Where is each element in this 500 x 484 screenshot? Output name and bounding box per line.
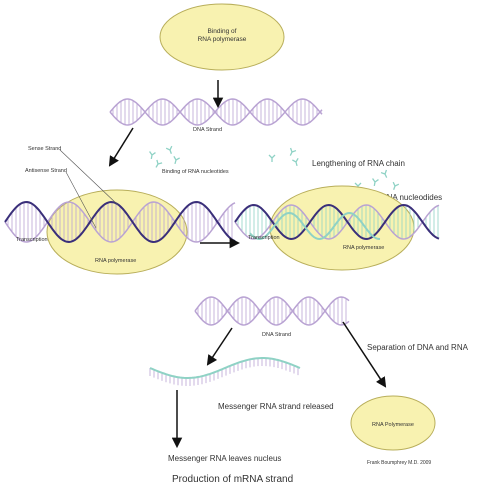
arrow-to-transcription: [108, 127, 134, 167]
dna-strand-b: [4, 200, 236, 244]
dna-strand-a: [194, 296, 350, 326]
dna-strand-middle-label: DNA Strand: [262, 332, 291, 338]
rna-polymerase-ellipse-small: [350, 395, 436, 451]
arrow-to-polymerase: [342, 321, 387, 388]
nucleotide-shape: [289, 147, 297, 156]
dna-strand-b: [194, 296, 350, 326]
diagram-title: Production of mRNA strand: [172, 474, 293, 484]
free-nucleotide: [165, 145, 173, 154]
free-nucleotide: [392, 181, 400, 190]
binding-nucleotides-small-label: Binding of RNA nucleotides: [162, 169, 229, 175]
rna-polymerase-small-label: RNA Polymerase: [372, 422, 414, 428]
messenger-leaves-label: Messenger RNA leaves nucleus: [168, 454, 281, 463]
binding-polymerase-label-2: RNA polymerase: [198, 36, 247, 43]
rna-polymerase-right-label: RNA polymerase: [343, 245, 384, 251]
nucleotide-shape: [155, 159, 163, 168]
nucleotide-shape: [268, 154, 276, 162]
nucleotide-shape: [173, 156, 180, 165]
dna-helix-left: [4, 200, 236, 244]
free-nucleotide: [173, 156, 180, 165]
nucleotide-shape: [380, 169, 388, 178]
separation-label: Separation of DNA and RNA: [367, 343, 469, 352]
binding-nucleotides-large-label: Binding of RNA nucleodides: [343, 193, 442, 202]
free-nucleotide: [268, 154, 276, 162]
transcription-left-label: Transcription: [16, 237, 48, 243]
transcription-right-label: Transcription: [248, 235, 280, 241]
dna-strand-b: [109, 98, 323, 126]
free-nucleotide: [372, 178, 379, 187]
free-nucleotides-left: [149, 145, 180, 168]
nucleotide-shape: [372, 178, 379, 187]
messenger-released-label: Messenger RNA strand released: [218, 402, 334, 411]
lengthening-label: Lengthening of RNA chain: [312, 159, 405, 168]
nucleotide-shape: [165, 145, 173, 154]
dna-strand-a: [234, 204, 440, 240]
arrow-to-mrna: [206, 327, 233, 366]
author-credit: Frank Boumphrey M.D. 2009: [367, 460, 431, 466]
mrna-strand: [149, 357, 301, 386]
sense-strand-pointer: [59, 149, 119, 206]
free-nucleotide: [292, 158, 299, 167]
dna-helix-right: [234, 203, 440, 241]
free-nucleotide: [155, 159, 163, 168]
sense-strand-label: Sense Strand: [28, 146, 61, 152]
growing-rna-strand: [249, 211, 381, 241]
rna-polymerase-ellipse-top: [159, 3, 285, 71]
antisense-strand-label: Antisense Strand: [25, 168, 67, 174]
dna-helix-top: [109, 98, 323, 126]
free-nucleotide: [149, 151, 156, 160]
dna-strand-b: [234, 203, 440, 241]
dna-helix-middle: [194, 296, 350, 326]
binding-polymerase-label-1: Binding of: [208, 28, 237, 35]
antisense-strand-pointer: [65, 171, 97, 229]
dna-strand-top-label: DNA Strand: [193, 127, 222, 133]
free-nucleotide: [380, 169, 388, 178]
nucleotide-shape: [292, 158, 299, 167]
dna-strand-a: [4, 201, 236, 243]
nucleotide-shape: [392, 181, 400, 190]
mrna-backbone: [149, 357, 301, 379]
rna-polymerase-left-label: RNA polymerase: [95, 258, 136, 264]
free-nucleotide: [289, 147, 297, 156]
nucleotide-shape: [149, 151, 156, 160]
free-nucleotides-right: [268, 147, 400, 190]
dna-strand-a: [109, 98, 323, 126]
